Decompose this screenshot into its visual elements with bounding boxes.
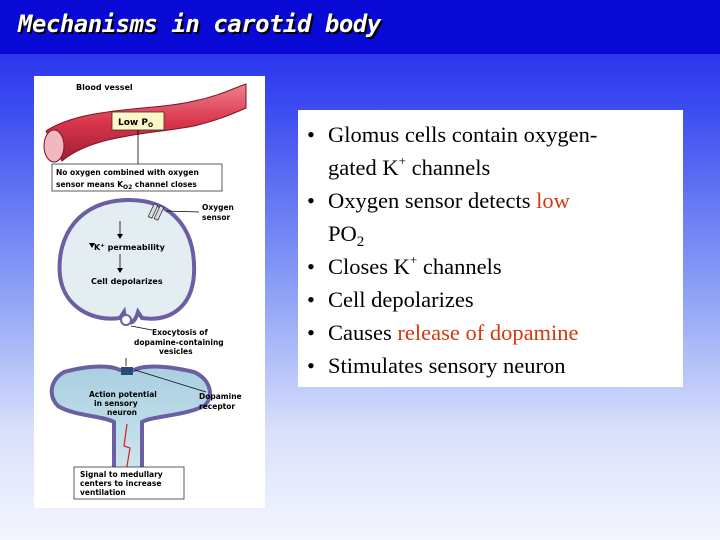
- lightning-icon: [123, 423, 131, 473]
- glomus-cell: [57, 197, 197, 326]
- no-oxygen-box: [51, 163, 223, 192]
- exocytosis-pointer: [130, 325, 153, 331]
- slide-title: Mechanisms in carotid body: [18, 10, 381, 38]
- down-icon: [89, 243, 95, 248]
- oxygen-sensor-label-2: sensor: [202, 213, 231, 222]
- oxygen-sensor-label-1: Oxygen: [202, 203, 234, 212]
- exocytosis-line1: Exocytosis of: [152, 328, 208, 337]
- exocytosis-line2: dopamine-containing: [134, 338, 224, 347]
- k-permeability-label: K+ permeability: [94, 243, 166, 252]
- bullet-1: •Glomus cells contain oxygen-gated K+ ch…: [307, 122, 598, 180]
- dopamine-receptor-label-2: receptor: [199, 402, 235, 411]
- bullet-4: •Cell depolarizes: [307, 287, 474, 312]
- blood-vessel-label: Blood vessel: [76, 83, 133, 92]
- arrow-head-2: [117, 268, 123, 273]
- cell-depolarizes-label: Cell depolarizes: [91, 277, 163, 286]
- bullet-3: •Closes K+ channels: [307, 252, 502, 279]
- arrow-head: [117, 234, 123, 239]
- no-oxygen-line2: sensor means KO2 channel closes: [56, 180, 197, 191]
- low-po2-label: Low PO: [118, 118, 153, 129]
- vesicle: [120, 314, 132, 326]
- exocytosis-line3: vesicles: [159, 347, 193, 356]
- signal-line3: ventilation: [80, 488, 126, 497]
- dopamine-receptor-label-1: Dopamine: [199, 392, 242, 401]
- bullet-6: •Stimulates sensory neuron: [307, 353, 566, 378]
- action-potential-line1: Action potential: [89, 390, 157, 399]
- receptor-pointer: [134, 369, 207, 393]
- signal-box: [73, 466, 185, 500]
- bullet-list: •Glomus cells contain oxygen-gated K+ ch…: [298, 110, 683, 382]
- bullet-5: •Causes release of dopamine: [307, 320, 579, 345]
- carotid-body-diagram: Blood vessel Low PO No oxygen combined w…: [34, 76, 265, 508]
- signal-line2: centers to increase: [80, 479, 161, 488]
- oxygen-sensor-channel: [147, 203, 200, 221]
- signal-line1: Signal to medullary: [80, 470, 163, 479]
- action-potential-line3: neuron: [107, 408, 137, 417]
- dopamine-receptor: [121, 367, 133, 375]
- no-oxygen-line1: No oxygen combined with oxygen: [56, 168, 199, 177]
- title-bar: Mechanisms in carotid body: [0, 0, 720, 54]
- diagram-svg: Blood vessel Low PO No oxygen combined w…: [43, 83, 247, 500]
- bullet-box: •Glomus cells contain oxygen-gated K+ ch…: [298, 110, 683, 387]
- action-potential-line2: in sensory: [94, 399, 138, 408]
